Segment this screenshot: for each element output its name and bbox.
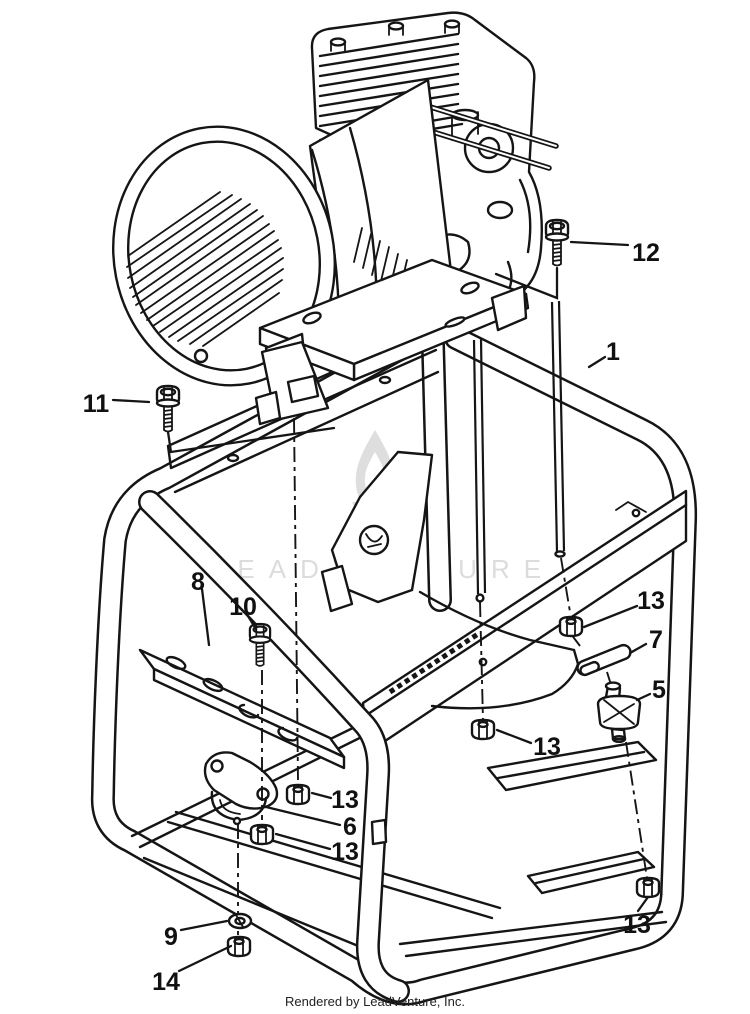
callout-8: 8 [191,568,205,596]
rubber-mount-6 [203,751,279,826]
callout-14: 14 [152,968,180,996]
callout-13-c: 13 [331,786,359,814]
nut-13-d [249,823,275,846]
callout-7: 7 [649,626,663,654]
fasteners [155,218,661,958]
skid-plates [486,740,658,895]
callout-11: 11 [83,390,110,418]
frame-floor-edges [130,700,668,958]
callout-1: 1 [606,338,620,366]
mount-plate-8 [138,648,346,770]
alternator-foot-bracket [254,340,330,426]
callout-13-e: 13 [623,911,651,939]
nut-13-a [558,615,584,638]
engine-studs [472,300,566,603]
nut-13-e [635,876,661,899]
callout-13-d: 13 [331,838,359,866]
leader-lines [111,240,652,973]
callout-9: 9 [164,923,178,951]
callout-13-b: 13 [533,733,561,761]
mount-channel [418,590,580,710]
engine-assembly [112,11,559,426]
nut-13-b [470,718,496,741]
frame-front-hoop [138,490,410,1003]
vent-slats [126,191,284,347]
post-tab [370,818,388,846]
callout-12: 12 [632,239,660,267]
callout-6: 6 [343,813,357,841]
nut-13-c [285,783,311,806]
callout-10: 10 [229,593,257,621]
callout-13-a: 13 [637,587,665,615]
footer-credit: Rendered by LeadVenture, Inc. [285,994,465,1009]
frame-rear-post [421,333,452,612]
link-plate-7 [576,643,632,677]
washer-9 [227,912,253,930]
bolt-11 [155,384,181,433]
bolt-12 [544,218,570,267]
bolt-10 [248,622,272,667]
head-bolts [329,19,461,52]
callout-labels: 12 11 1 8 10 13 7 5 13 13 6 13 9 14 13 [83,239,666,996]
callout-5: 5 [652,676,666,704]
vibration-mount-5 [596,681,642,744]
center-bracket [320,450,434,613]
